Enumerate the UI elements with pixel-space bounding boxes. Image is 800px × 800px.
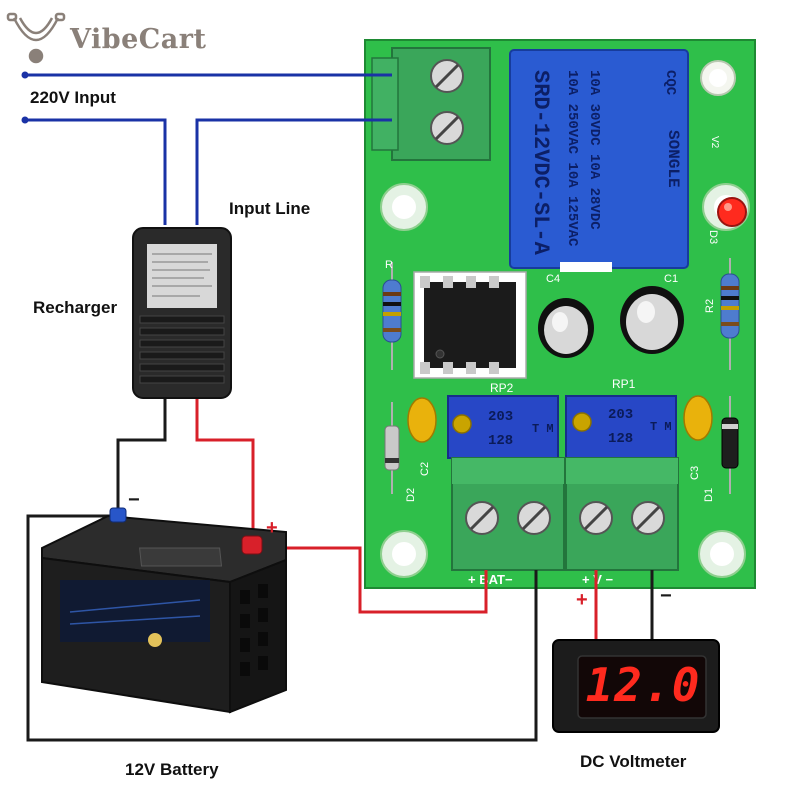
label-220v-input: 220V Input [30,88,116,107]
label-c4: C4 [546,273,560,285]
recharger-adapter [132,227,232,399]
rp2-marking-3: T M [532,422,554,436]
voltmeter-reading: 12.0 [585,658,701,712]
capacitor-c4 [538,298,594,358]
wire-recharger-negative [116,396,167,510]
relay-rating-text-1: 10A 250VAC 10A 125VAC [564,70,580,247]
wires-dc [26,396,654,742]
label-r2: R2 [704,299,716,313]
battery-minus-sign: − [128,489,140,511]
wire-recharger-positive [195,396,255,530]
battery-terminal-block [451,457,565,571]
capacitor-c2 [407,397,437,443]
ic-chip [413,271,527,379]
rp1-marking-3: T M [650,420,672,434]
wire-ac-line-2 [25,118,167,225]
label-v2: V2 [709,136,720,149]
wire-ac-line-3 [195,118,392,225]
label-recharger: Recharger [33,298,118,317]
relay-cert-text: CQC [662,70,678,96]
relay-model-text: SRD-12VDC-SL-A [528,70,553,256]
resistor-r2 [720,258,740,370]
relay: SRD-12VDC-SL-A 10A 250VAC 10A 125VAC 10A… [509,49,689,272]
capacitor-c1 [620,286,684,354]
led-v2 [700,60,736,96]
charger-control-board: SRD-12VDC-SL-A 10A 250VAC 10A 125VAC 10A… [364,39,756,589]
battery-positive-terminal [241,535,263,555]
input-terminal-block [371,47,491,161]
voltmeter-minus-sign: − [660,585,672,607]
label-rp2: RP2 [490,381,514,395]
relay-rating-text-2: 10A 30VDC 10A 28VDC [586,70,602,230]
voltmeter-plus-sign: + [576,589,588,611]
rp1-marking-1: 203 [608,407,633,423]
battery-negative-terminal [109,507,127,523]
wires-ac-input [21,71,392,225]
label-c2: C2 [419,462,431,476]
label-12v-battery: 12V Battery [125,760,219,779]
rp2-marking-1: 203 [488,409,513,425]
led-d3 [717,197,747,227]
label-input-line: Input Line [229,199,311,218]
label-rp1: RP1 [612,377,636,391]
label-dc-voltmeter: DC Voltmeter [580,752,687,771]
diode-d1 [721,396,739,494]
diode-d2 [384,402,400,494]
rp1-marking-2: 128 [608,431,633,447]
brand-name: VibeCart [70,24,207,55]
potentiometer-rp2: 203 128 T M [447,395,559,459]
car-battery [41,507,287,714]
rp2-marking-2: 128 [488,433,513,449]
relay-brand-text: SONGLE [664,130,682,188]
wire-battery-positive [262,546,488,614]
battery-plus-sign: + [266,517,278,539]
potentiometer-rp1: 203 128 T M [565,395,677,459]
label-c1: C1 [664,273,678,285]
label-d1: D1 [703,488,715,502]
label-c3: C3 [689,466,701,480]
vibecart-necklace-logo [6,12,66,64]
terminal-bat-label: + BAT− [468,572,513,587]
terminal-v-label: + V − [582,572,613,587]
label-r1: R [385,259,393,271]
wire-battery-negative [26,514,538,742]
capacitor-c3 [683,395,713,441]
label-d2: D2 [405,488,417,502]
label-d3: D3 [707,230,719,244]
voltmeter-terminal-block [565,457,679,571]
dc-voltmeter [552,639,720,733]
resistor-r1 [382,262,402,370]
